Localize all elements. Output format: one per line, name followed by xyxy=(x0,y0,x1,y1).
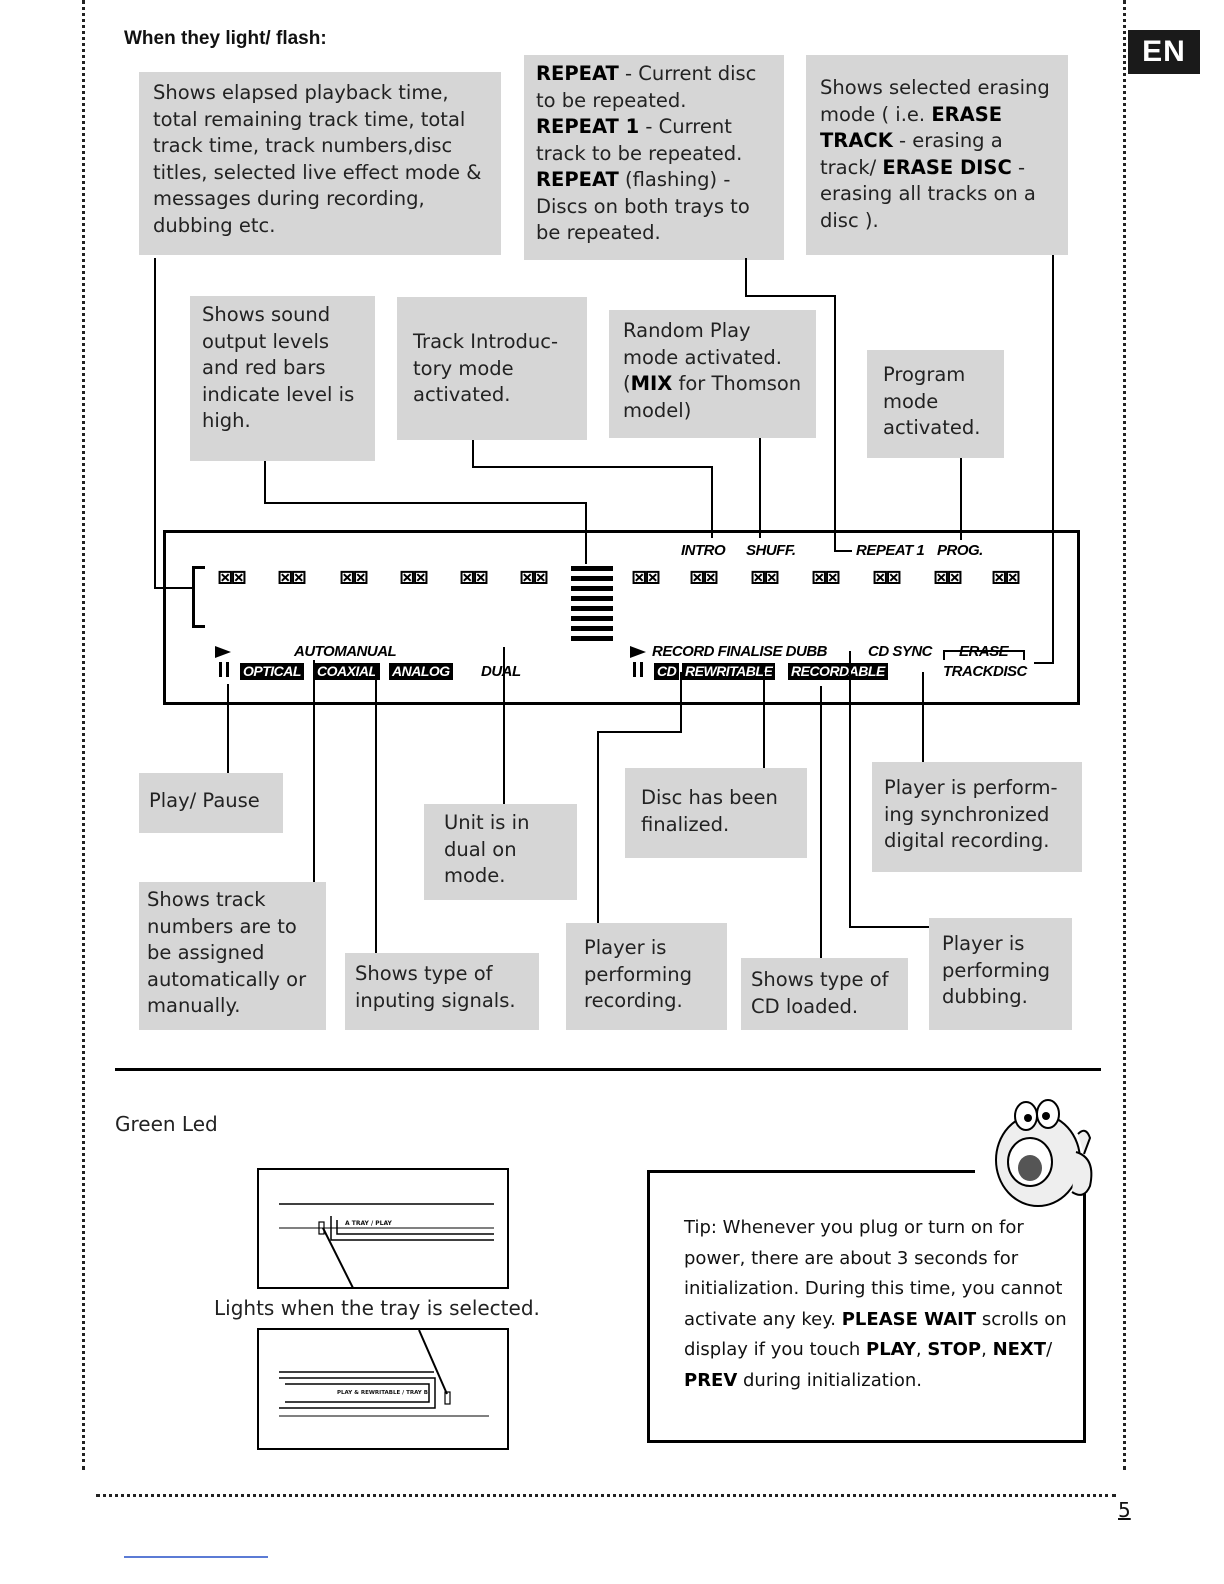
segment-digit: ⊠⊠ xyxy=(992,563,1020,591)
segment-digit: ⊠⊠ xyxy=(812,563,840,591)
language-badge: EN xyxy=(1128,30,1200,74)
coaxial-indicator: COAXIAL xyxy=(314,663,380,680)
callout-dual: Unit is in dual on mode. xyxy=(424,804,577,900)
section-divider xyxy=(115,1068,1101,1071)
tray-a-label: A TRAY / PLAY xyxy=(345,1220,392,1227)
leader-line xyxy=(227,684,229,774)
leader-line xyxy=(849,651,851,927)
callout-intro: Track Introduc-tory mode activated. xyxy=(397,297,587,440)
intro-indicator: INTRO xyxy=(681,542,726,559)
record-finalise-dubb-indicator: RECORD FINALISE DUBB xyxy=(652,643,828,660)
tray-a-panel: A TRAY / PLAY xyxy=(257,1168,509,1289)
tray-b-panel: PLAY & REWRITABLE / TRAY B xyxy=(257,1328,509,1450)
segment-digit: ⊠⊠ xyxy=(934,563,962,591)
page-border-right xyxy=(1123,0,1126,1470)
tip-box xyxy=(647,1170,1086,1443)
leader-line xyxy=(922,672,924,764)
callout-play-pause: Play/ Pause xyxy=(139,773,283,833)
leader-line xyxy=(597,731,682,733)
leader-line xyxy=(597,731,599,925)
callout-elapsed-time: Shows elapsed playback time, total remai… xyxy=(139,72,501,255)
segment-digit: ⊠⊠ xyxy=(340,563,368,591)
repeat1-indicator: REPEAT 1 xyxy=(856,542,925,559)
leader-line xyxy=(711,466,713,538)
pause-icon xyxy=(219,662,229,677)
callout-finalized: Disc has been finalized. xyxy=(625,768,807,858)
callout-random: Random Play mode activated. (MIX for Tho… xyxy=(609,310,816,438)
segment-digit: ⊠⊠ xyxy=(460,563,488,591)
optical-indicator: OPTICAL xyxy=(240,663,304,680)
leader-line xyxy=(585,502,587,564)
tray-b-label: PLAY & REWRITABLE / TRAY B xyxy=(337,1390,428,1396)
leader-line xyxy=(834,295,836,551)
segment-digit: ⊠⊠ xyxy=(400,563,428,591)
page-border-bottom xyxy=(96,1494,1116,1497)
leader-line xyxy=(745,258,747,296)
leader-line xyxy=(154,587,194,589)
level-meter-bars xyxy=(571,566,613,654)
analog-indicator: ANALOG xyxy=(389,663,453,680)
leader-line xyxy=(763,672,765,770)
callout-cd-type: Shows type of CD loaded. xyxy=(741,958,908,1030)
mascot-icon xyxy=(995,1099,1093,1207)
leader-line xyxy=(503,647,505,805)
tray-b-drawing xyxy=(279,1330,489,1417)
shuffle-indicator: SHUFF. xyxy=(746,542,796,559)
leader-line xyxy=(849,926,929,928)
page-border-left xyxy=(82,0,85,1470)
play-icon-b xyxy=(630,646,646,658)
leader-line xyxy=(1034,662,1054,664)
segment-digit: ⊠⊠ xyxy=(278,563,306,591)
leader-line xyxy=(264,502,586,504)
leader-line xyxy=(264,461,266,503)
callout-cd-sync: Player is perform-ing synchronized digit… xyxy=(872,762,1082,872)
callout-dubbing: Player is performing dubbing. xyxy=(929,918,1072,1030)
callout-input-type: Shows type of inputing signals. xyxy=(345,953,539,1030)
callout-repeat: REPEAT - Current disc to be repeated. RE… xyxy=(524,55,784,260)
callout-track-assign: Shows track numbers are to be assigned a… xyxy=(139,882,326,1030)
page-number: 5 xyxy=(1118,1498,1131,1522)
leader-line xyxy=(820,686,822,958)
leader-line xyxy=(472,440,474,467)
cd-indicator: CD xyxy=(654,663,680,680)
dual-indicator: DUAL xyxy=(481,663,521,680)
footer-link-bar xyxy=(124,1556,268,1558)
play-icon xyxy=(215,646,231,658)
segment-digit: ⊠⊠ xyxy=(218,563,246,591)
section-heading: When they light/ flash: xyxy=(124,28,327,49)
rewritable-indicator: REWRITABLE xyxy=(682,663,776,680)
callout-erase-mode: Shows selected erasing mode ( i.e. ERASE… xyxy=(806,55,1068,255)
erase-bracket xyxy=(943,650,1025,660)
lcd-display xyxy=(163,530,1080,705)
leader-line xyxy=(745,295,835,297)
automanual-indicator: AUTOMANUAL xyxy=(294,643,397,660)
segment-digit: ⊠⊠ xyxy=(632,563,660,591)
callout-program: Program mode activated. xyxy=(867,350,1004,458)
pause-icon-b xyxy=(633,662,643,677)
prog-indicator: PROG. xyxy=(937,542,983,559)
segment-digit: ⊠⊠ xyxy=(873,563,901,591)
leader-line xyxy=(960,458,962,540)
track-disc-indicator: TRACKDISC xyxy=(943,663,1027,680)
green-led-title: Green Led xyxy=(115,1112,218,1136)
segment-digit: ⊠⊠ xyxy=(751,563,779,591)
leader-line xyxy=(1052,255,1054,663)
callout-sound-level: Shows sound output levels and red bars i… xyxy=(190,296,375,461)
tip-text: Tip: Whenever you plug or turn on for po… xyxy=(684,1217,1067,1391)
tray-a-drawing xyxy=(279,1203,494,1287)
leader-line xyxy=(313,660,315,884)
leader-line xyxy=(680,672,682,732)
segment-digit: ⊠⊠ xyxy=(690,563,718,591)
segment-digit: ⊠⊠ xyxy=(520,563,548,591)
cd-sync-indicator: CD SYNC xyxy=(868,643,933,660)
bracket-left xyxy=(192,566,205,628)
leader-line xyxy=(834,550,852,552)
leader-line xyxy=(472,466,712,468)
leader-line xyxy=(154,258,156,588)
recordable-indicator: RECORDABLE xyxy=(788,663,888,680)
callout-recording: Player is performing recording. xyxy=(566,923,727,1030)
green-led-caption: Lights when the tray is selected. xyxy=(214,1296,540,1320)
leader-line xyxy=(375,668,377,954)
leader-line xyxy=(759,438,761,538)
